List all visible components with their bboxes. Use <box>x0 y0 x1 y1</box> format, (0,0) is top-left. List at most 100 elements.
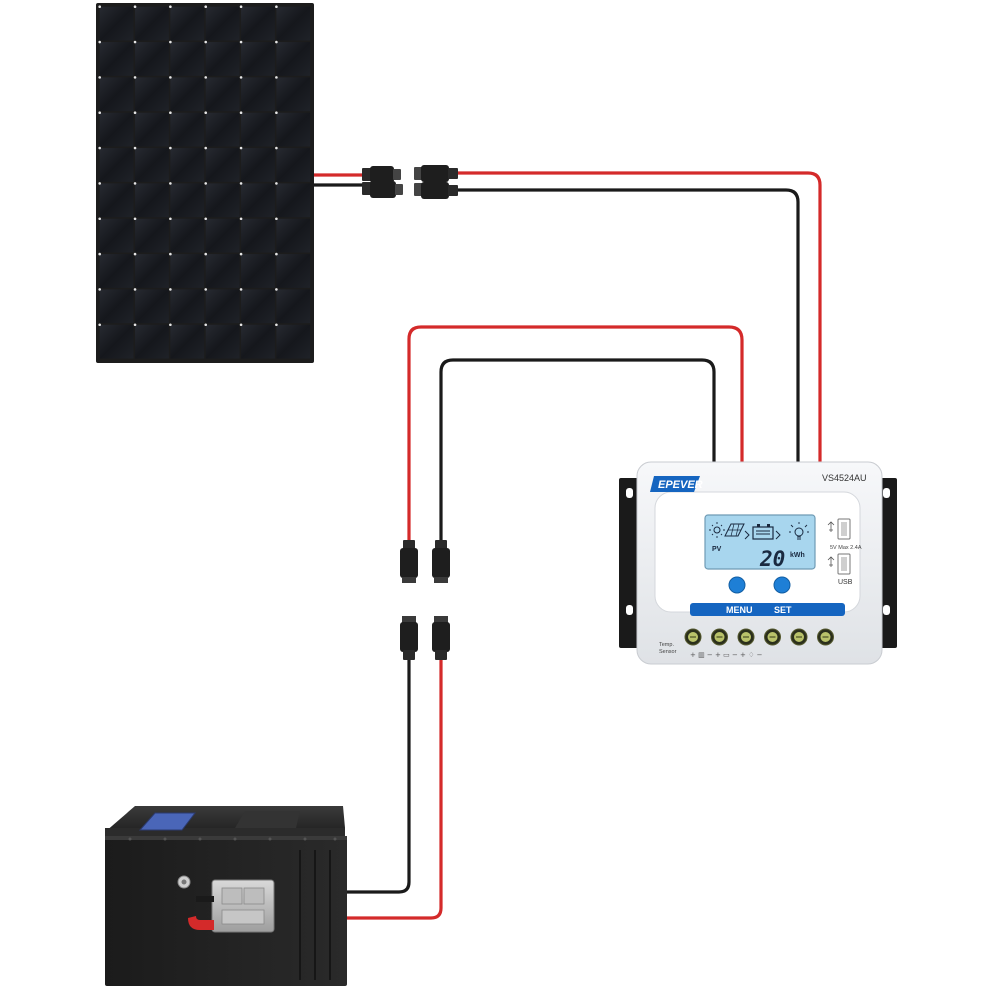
cell-corner-dot <box>239 111 243 115</box>
usb-symbol-icon <box>827 556 835 567</box>
cell-corner-dot <box>204 5 208 8</box>
solar-cell <box>99 183 134 218</box>
cell-corner-dot <box>275 40 278 44</box>
battery-positive-wire-upper <box>407 325 744 545</box>
cell-corner-dot <box>133 252 137 256</box>
solar-cell <box>99 148 134 182</box>
solar-cell <box>276 324 311 359</box>
menu-button[interactable] <box>728 576 746 594</box>
cell-corner-dot <box>133 76 137 79</box>
solar-cell <box>135 254 169 288</box>
solar-panel-icon <box>96 3 314 363</box>
menu-button-label: MENU <box>726 605 753 615</box>
mc4-connector-icon <box>362 165 458 199</box>
model-number: VS4524AU <box>822 473 867 483</box>
battery-display-icon <box>138 812 197 831</box>
solar-cell <box>241 148 275 182</box>
solar-cell <box>205 77 240 112</box>
cell-corner-dot <box>204 111 208 115</box>
cell-corner-dot <box>133 288 137 291</box>
solar-cell <box>99 112 134 147</box>
solar-cell <box>205 42 240 76</box>
cell-corner-dot <box>239 252 243 256</box>
solar-cell <box>205 218 240 253</box>
usb-symbol-icon <box>827 521 835 532</box>
terminal-block <box>684 628 834 646</box>
solar-cell <box>99 254 134 288</box>
solar-cell <box>135 289 169 324</box>
cell-corner-dot <box>169 182 172 185</box>
solar-cell <box>205 289 240 324</box>
solar-cell <box>241 218 275 253</box>
solar-cell <box>170 148 205 182</box>
solar-cell <box>241 289 275 324</box>
lightbulb-icon <box>789 522 809 540</box>
cell-corner-dot <box>204 288 208 291</box>
solar-cell <box>170 289 205 324</box>
pv-panel-icon <box>724 523 745 537</box>
brand-logo-text: EPEVER <box>658 479 703 491</box>
set-button[interactable] <box>773 576 791 594</box>
cell-corner-dot <box>275 182 278 185</box>
cell-corner-dot <box>98 40 101 44</box>
cell-corner-dot <box>133 111 137 115</box>
cell-corner-dot <box>239 182 243 185</box>
solar-cell <box>135 148 169 182</box>
cell-corner-dot <box>98 76 101 79</box>
set-button-label: SET <box>774 605 792 615</box>
battery-icon <box>752 524 774 540</box>
cell-corner-dot <box>275 323 278 327</box>
solar-cell <box>205 254 240 288</box>
solar-cell <box>276 42 311 76</box>
solar-cell <box>205 324 240 359</box>
cell-corner-dot <box>169 5 172 8</box>
solar-cell <box>276 148 311 182</box>
cell-corner-dot <box>239 323 243 327</box>
usb-label: USB <box>838 579 853 586</box>
cell-corner-dot <box>133 146 137 150</box>
solar-cell <box>276 218 311 253</box>
solar-cell <box>135 183 169 218</box>
cell-corner-dot <box>133 323 137 327</box>
arrow-right-icon <box>775 530 781 540</box>
solar-cell <box>241 324 275 359</box>
solar-cell <box>170 324 205 359</box>
solar-cell <box>205 148 240 182</box>
lithium-battery-icon <box>105 806 347 986</box>
cell-corner-dot <box>204 252 208 256</box>
cell-corner-dot <box>98 5 101 8</box>
cell-corner-dot <box>275 111 278 115</box>
cell-corner-dot <box>239 288 243 291</box>
solar-cell <box>241 254 275 288</box>
cell-corner-dot <box>239 5 243 8</box>
cell-corner-dot <box>98 182 101 185</box>
cell-corner-dot <box>204 182 208 185</box>
cell-corner-dot <box>275 76 278 79</box>
lcd-pv-label: PV <box>712 546 722 553</box>
solar-cell <box>170 77 205 112</box>
cell-corner-dot <box>204 40 208 44</box>
temp-sensor-label-2: Sensor <box>659 649 677 655</box>
cell-corner-dot <box>133 217 137 221</box>
usb-port-icon <box>837 518 851 575</box>
cell-corner-dot <box>133 40 137 44</box>
solar-cell <box>135 112 169 147</box>
cell-corner-dot <box>169 146 172 150</box>
solar-cell <box>99 6 134 41</box>
cell-corner-dot <box>98 323 101 327</box>
temp-sensor-label-1: Temp. <box>659 642 674 648</box>
solar-cell <box>170 254 205 288</box>
solar-cell <box>170 42 205 76</box>
solar-cell <box>170 112 205 147</box>
usb-spec-label: 5V Max 2.4A <box>830 545 862 551</box>
solar-cell <box>170 218 205 253</box>
arrow-right-icon <box>744 530 750 540</box>
charge-controller-icon: EPEVER VS4524AU PV 20 kWh <box>619 461 897 665</box>
lcd-unit: kWh <box>790 552 805 559</box>
cell-corner-dot <box>169 323 172 327</box>
cell-corner-dot <box>169 252 172 256</box>
cell-corner-dot <box>275 5 278 8</box>
cell-corner-dot <box>239 146 243 150</box>
cell-corner-dot <box>98 252 101 256</box>
